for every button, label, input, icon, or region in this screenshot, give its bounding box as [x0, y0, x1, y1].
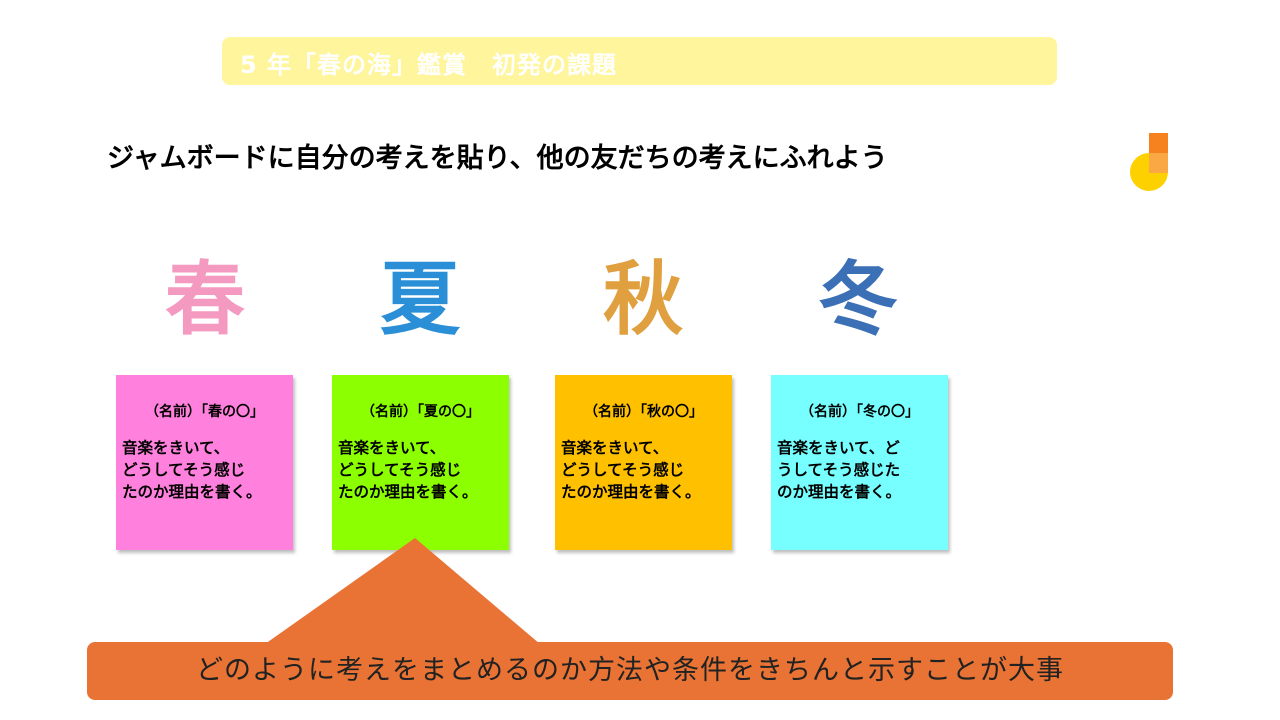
title-banner: 5 年「春の海」鑑賞 初発の課題 [222, 37, 1057, 85]
note-title: （名前）「夏の〇」 [361, 404, 480, 420]
callout-pointer [265, 538, 540, 644]
sticky-note-winter: （名前）「冬の〇」 音楽をきいて、ど うしてそう感じた のか理由を書く。 [771, 375, 948, 550]
note-body: 音楽をきいて、 どうしてそう感じ たのか理由を書く。 [338, 439, 478, 501]
note-body: 音楽をきいて、 どうしてそう感じ たのか理由を書く。 [122, 439, 262, 501]
sticky-note-autumn: （名前）「秋の〇」 音楽をきいて、 どうしてそう感じ たのか理由を書く。 [555, 375, 732, 550]
callout-text: どのように考えをまとめるのか方法や条件をきちんと示すことが大事 [196, 655, 1064, 686]
season-char-autumn: 秋 [603, 253, 683, 346]
banner-title: 5 年「春の海」鑑賞 初発の課題 [240, 51, 618, 79]
note-body: 音楽をきいて、ど うしてそう感じた のか理由を書く。 [777, 439, 902, 501]
sticky-note-summer: （名前）「夏の〇」 音楽をきいて、 どうしてそう感じ たのか理由を書く。 [332, 375, 509, 550]
jamboard-logo-icon [1130, 133, 1168, 191]
page-heading: ジャムボードに自分の考えを貼り、他の友だちの考えにふれよう [107, 143, 888, 174]
sticky-note-spring: （名前）「春の〇」 音楽をきいて、 どうしてそう感じ たのか理由を書く。 [116, 375, 293, 550]
note-title: （名前）「冬の〇」 [800, 404, 919, 420]
note-title: （名前）「春の〇」 [145, 404, 264, 420]
season-char-winter: 冬 [818, 253, 898, 346]
season-char-spring: 春 [165, 253, 245, 346]
callout-box: どのように考えをまとめるのか方法や条件をきちんと示すことが大事 [87, 642, 1173, 700]
note-title: （名前）「秋の〇」 [584, 404, 703, 420]
note-body: 音楽をきいて、 どうしてそう感じ たのか理由を書く。 [561, 439, 701, 501]
season-char-summer: 夏 [380, 253, 460, 346]
